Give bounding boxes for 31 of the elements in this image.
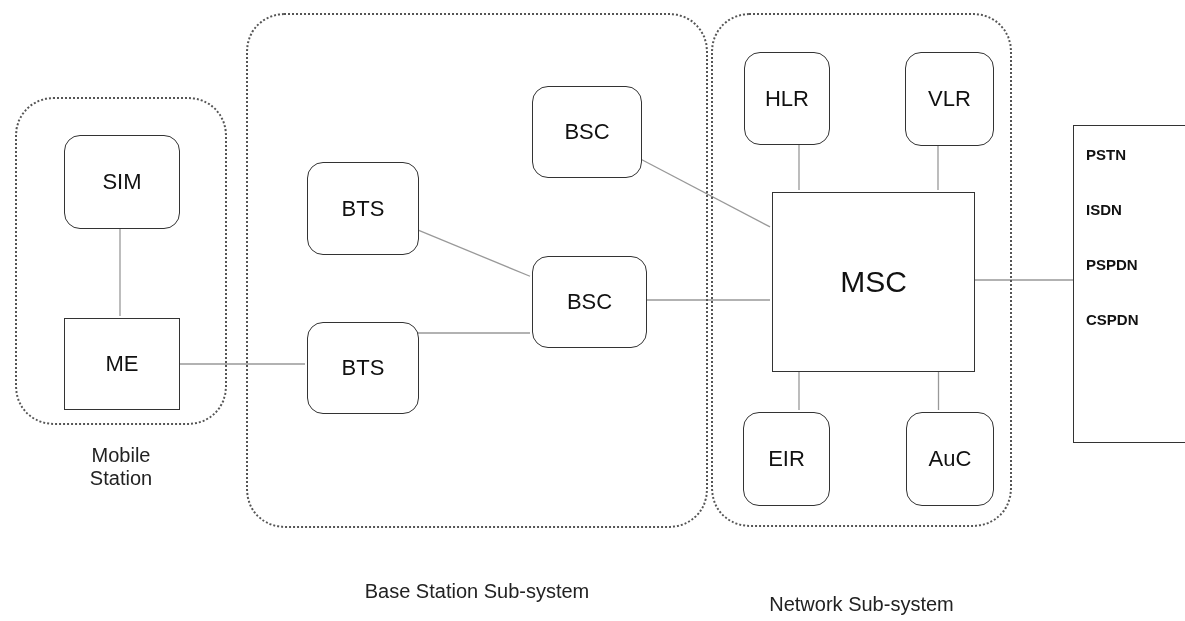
component-label: MSC [840, 265, 907, 299]
component-box [307, 322, 419, 414]
component-box [906, 412, 994, 506]
component-label: SIM [102, 169, 142, 195]
component-label: EIR [768, 446, 805, 472]
component-box [743, 412, 830, 506]
component-label: ME [105, 351, 139, 377]
network-label: PSPDN [1086, 256, 1138, 273]
component-label: HLR [765, 85, 809, 112]
network-label: PSTN [1086, 146, 1126, 163]
network-label: ISDN [1086, 201, 1122, 218]
component-label: AuC [928, 446, 972, 472]
component-label: BTS [341, 195, 385, 222]
component-box [64, 318, 180, 410]
component-box [772, 192, 975, 372]
component-box [532, 256, 647, 348]
component-box [744, 52, 830, 145]
component-box [532, 86, 642, 178]
component-box [307, 162, 419, 255]
component-box [905, 52, 994, 146]
group-label: Base Station Sub-system [363, 580, 591, 603]
component-box [64, 135, 180, 229]
group-label: Mobile Station [88, 444, 154, 490]
component-label: BSC [566, 289, 613, 315]
component-label: BSC [564, 119, 610, 145]
component-label: BTS [341, 355, 385, 381]
connector-line [416, 332, 531, 334]
network-label: CSPDN [1086, 311, 1139, 328]
network-list-box [1073, 125, 1185, 443]
component-label: VLR [928, 86, 971, 112]
group-label: Network Sub-system [768, 593, 955, 616]
